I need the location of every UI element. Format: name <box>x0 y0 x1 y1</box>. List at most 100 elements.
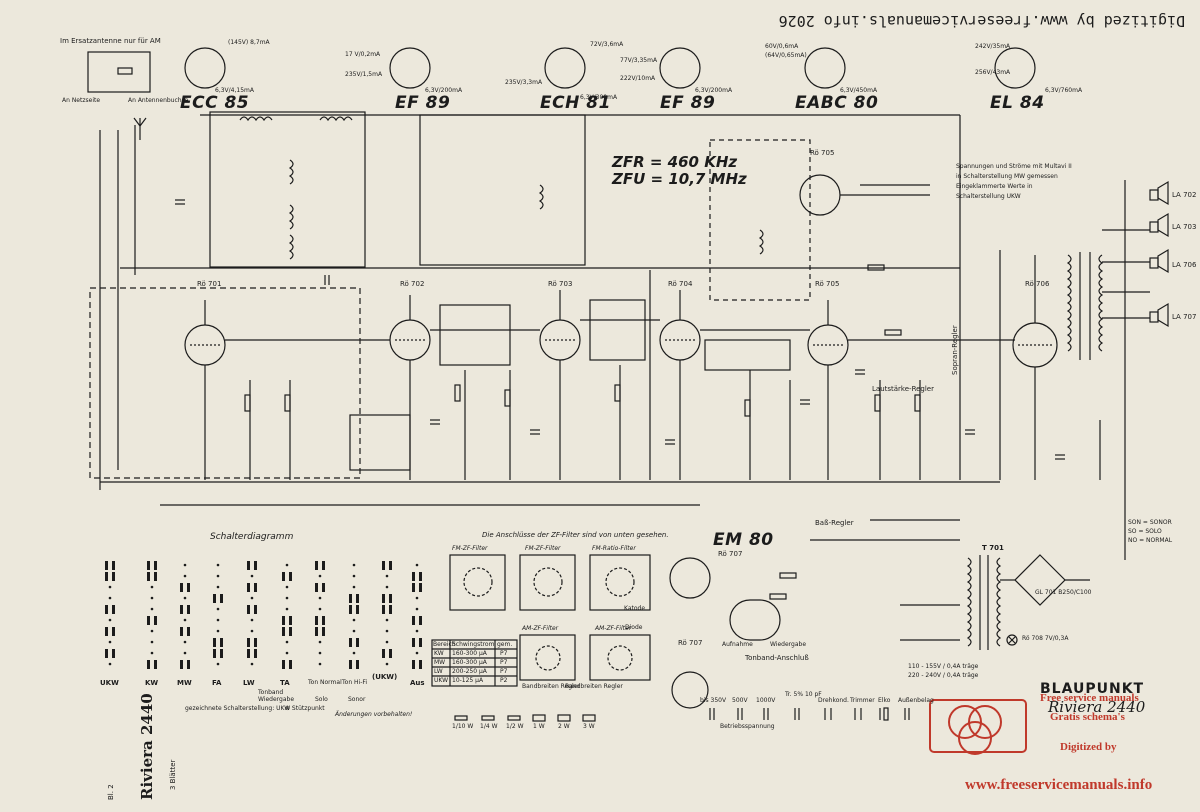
filament-4: 6,3V/200mA <box>695 87 733 94</box>
switch-contact-open <box>216 585 220 589</box>
filament-3: 6,3V/300mA <box>580 94 618 101</box>
switch-contact-closed <box>180 627 183 636</box>
switch-note-3: Änderungen vorbehalten! <box>335 711 413 718</box>
switch-contact-open <box>216 563 220 567</box>
switch-contact-closed <box>247 649 250 658</box>
switch-contact-closed <box>187 583 190 592</box>
switch-contact-closed <box>112 649 115 658</box>
switch-contact-closed <box>220 594 223 603</box>
speaker-la702: LA 702 <box>1172 191 1197 199</box>
osc-r3c3: P7 <box>500 668 508 675</box>
bass-regler-label: Baß-Regler <box>815 519 854 527</box>
tube-note-ef89-2a: 77V/3,35mA <box>620 57 658 64</box>
switch-contact-open <box>415 607 419 611</box>
switch-contact-closed <box>187 605 190 614</box>
switch-contact-closed <box>147 660 150 669</box>
switch-contact-closed <box>180 605 183 614</box>
switch-sub-sonor: Sonor <box>348 696 366 703</box>
switch-contact-closed <box>322 627 325 636</box>
switch-contact-open <box>250 596 254 600</box>
zf-sub-2: Bandbreiten Regler <box>565 683 623 690</box>
tube-ef89-1: EF 89 <box>395 93 451 113</box>
switch-contact-closed <box>247 605 250 614</box>
antenna-label-1: An Netzseite <box>62 97 101 104</box>
osc-hdr-1: Bereich <box>433 641 456 648</box>
osc-r4c3: P2 <box>500 677 508 684</box>
filament-2: 6,3V/200mA <box>425 87 463 94</box>
switch-contact-open <box>108 662 112 666</box>
betrieb-note: Betriebsspannung <box>720 723 775 730</box>
tube-em80: EM 80 <box>713 530 774 550</box>
antenna-label-2: An Antennenbuchse <box>128 97 189 104</box>
tube-el84: EL 84 <box>990 93 1045 113</box>
speaker-la707: LA 707 <box>1172 313 1197 321</box>
tube-note-eabc80a: 60V/0,6mA <box>765 43 799 50</box>
switch-col-ta: TA <box>280 679 290 687</box>
switch-contact-closed <box>254 605 257 614</box>
stage-ro705-top: Rö 705 <box>810 149 835 157</box>
wiedergabe-label: Wiedergabe <box>770 641 807 648</box>
switch-contact-closed <box>389 605 392 614</box>
switch-contact-open <box>352 574 356 578</box>
mains-note-1: 110 - 155V / 0,4A träge <box>908 663 979 670</box>
switch-contact-closed <box>147 572 150 581</box>
zf-sub-4: Katode <box>624 605 646 612</box>
switch-contact-open <box>385 662 389 666</box>
switch-col-ukw-2: (UKW) <box>372 673 398 681</box>
switch-contact-closed <box>356 660 359 669</box>
measure-note-4: Schalterstellung UKW <box>956 193 1021 200</box>
switch-contact-closed <box>356 594 359 603</box>
switch-contact-closed <box>154 561 157 570</box>
switch-sub-tonband: Tonband <box>258 689 284 696</box>
tube-eabc80: EABC 80 <box>795 93 879 113</box>
osc-r4c1: UKW <box>434 677 449 684</box>
switch-contact-closed <box>412 660 415 669</box>
switch-contact-open <box>250 618 254 622</box>
zf-filter-5: AM-ZF-Filter <box>595 625 632 632</box>
if-freq-fm: ZFR = 460 KHz <box>612 153 738 171</box>
res-legend-6: 3 W <box>583 723 595 730</box>
switch-contact-open <box>250 662 254 666</box>
aufnahme-label: Aufnahme <box>722 641 753 648</box>
switch-contact-closed <box>289 660 292 669</box>
switch-contact-open <box>108 618 112 622</box>
cap-legend-4: Tr. 5% 10 pF <box>785 691 822 698</box>
stage-ro701: Rö 701 <box>197 280 222 288</box>
cap-legend-5: Drehkond. <box>818 697 849 704</box>
switch-contact-open <box>415 629 419 633</box>
filament-5: 6,3V/450mA <box>840 87 878 94</box>
switch-col-ton-normal: Ton Normal <box>308 679 342 686</box>
switch-contact-closed <box>187 627 190 636</box>
tube-note-ef89-1a: 17 V/0,2mA <box>345 51 381 58</box>
switch-contact-closed <box>220 638 223 647</box>
switch-contact-closed <box>147 561 150 570</box>
switch-diagram-title: Schalterdiagramm <box>210 532 294 542</box>
tube-ef89-2: EF 89 <box>660 93 716 113</box>
switch-contact-open <box>385 585 389 589</box>
switch-contact-closed <box>247 638 250 647</box>
switch-contact-open <box>108 585 112 589</box>
osc-r3c1: LW <box>434 668 443 675</box>
res-legend-4: 1 W <box>533 723 545 730</box>
speaker-la703: LA 703 <box>1172 223 1197 231</box>
switch-contact-open <box>415 596 419 600</box>
switch-contact-closed <box>289 616 292 625</box>
switch-contact-closed <box>254 649 257 658</box>
switch-contact-open <box>216 629 220 633</box>
switch-contact-closed <box>180 583 183 592</box>
osc-r1c1: KW <box>434 650 444 657</box>
switch-contact-open <box>285 640 289 644</box>
switch-legend-2: SO = SOLO <box>1128 528 1162 535</box>
osc-r4c2: 10-125 µA <box>452 677 484 684</box>
filament-6: 6,3V/760mA <box>1045 87 1083 94</box>
switch-contact-closed <box>356 605 359 614</box>
switch-contact-closed <box>322 583 325 592</box>
switch-contact-closed <box>322 616 325 625</box>
switch-contact-closed <box>105 561 108 570</box>
switch-contact-open <box>415 651 419 655</box>
tube-note-ef89-1b: 235V/1,5mA <box>345 71 383 78</box>
switch-contact-closed <box>419 638 422 647</box>
switch-contact-closed <box>213 594 216 603</box>
switch-contact-open <box>150 585 154 589</box>
